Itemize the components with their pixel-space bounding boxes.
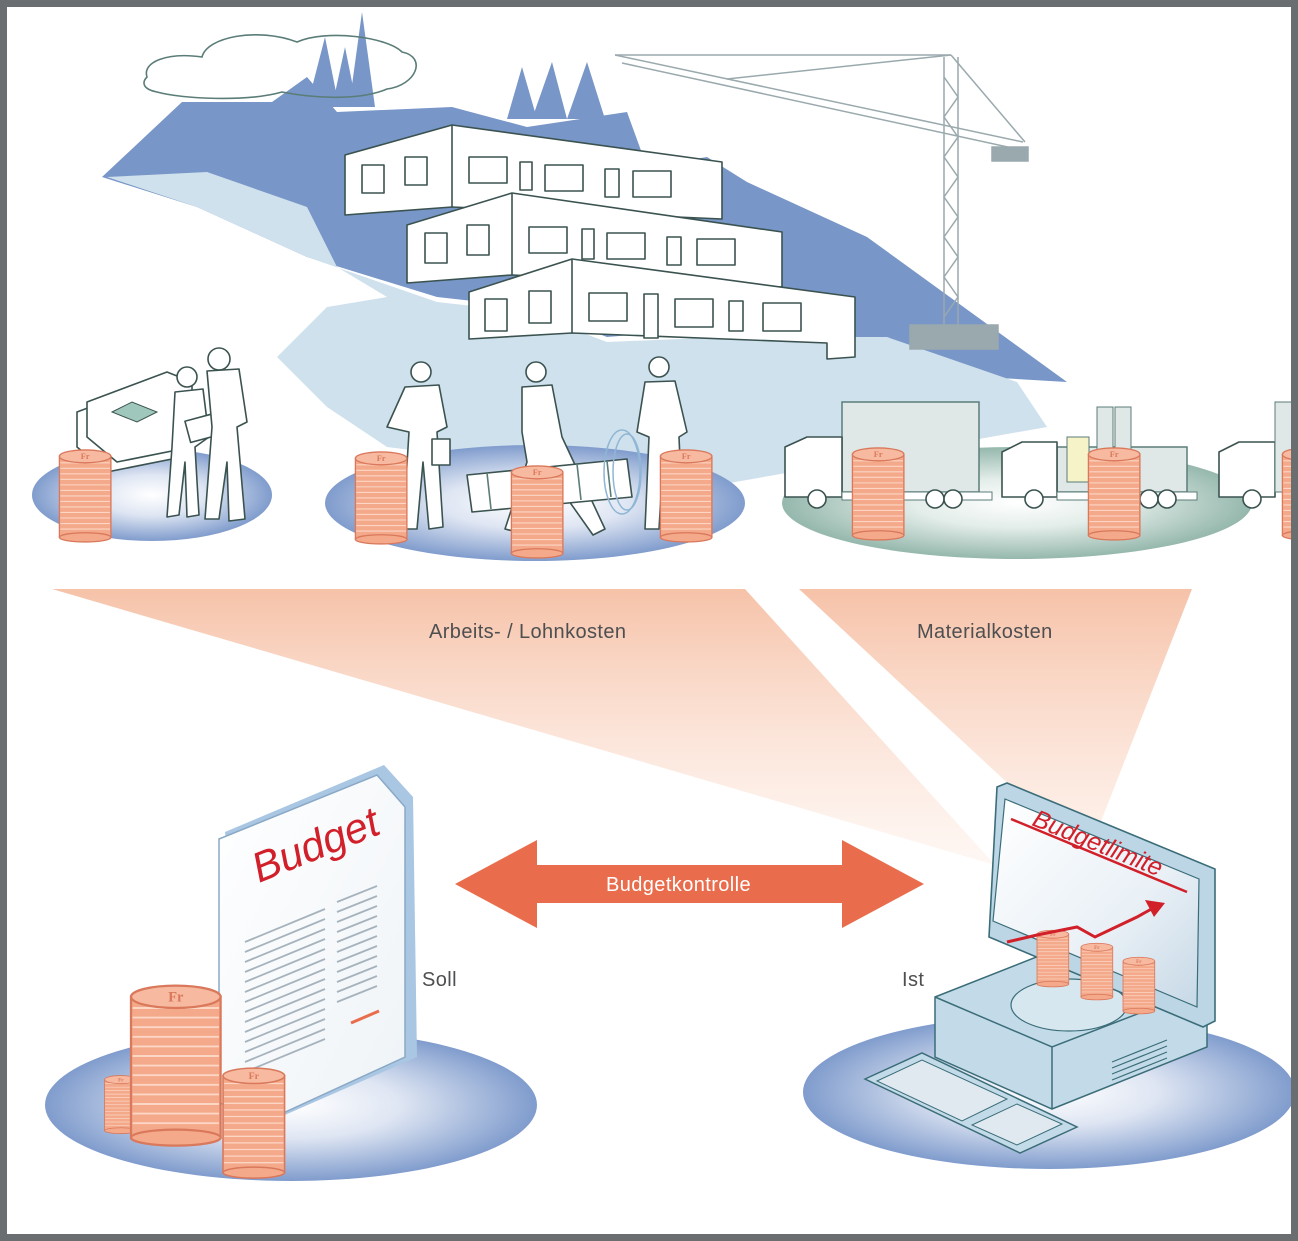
- budget-control-diagram: Fr: [7, 7, 1291, 1234]
- labor-costs-label: Arbeits- / Lohnkosten: [429, 621, 626, 643]
- actual-label: Ist: [902, 969, 924, 991]
- construction-landscape: [32, 12, 1291, 561]
- target-label: Soll: [422, 969, 457, 991]
- material-funnel: [799, 589, 1192, 857]
- planners-illustration: [58, 347, 248, 543]
- cost-funnels: Arbeits- / Lohnkosten Materialkosten: [52, 589, 1192, 865]
- trucks-illustration: [784, 401, 1291, 541]
- labor-funnel: [52, 589, 995, 865]
- material-costs-label: Materialkosten: [917, 621, 1053, 643]
- apartment-buildings: [344, 124, 856, 360]
- computer-group: Budgetlimite Ist: [803, 782, 1291, 1169]
- budget-document-group: Budget Soll: [45, 765, 537, 1181]
- crane-illustration: [614, 54, 1029, 350]
- budget-control-arrow: Budgetkontrolle: [455, 840, 924, 928]
- workers-illustration: [354, 356, 713, 559]
- budget-control-label: Budgetkontrolle: [606, 874, 751, 896]
